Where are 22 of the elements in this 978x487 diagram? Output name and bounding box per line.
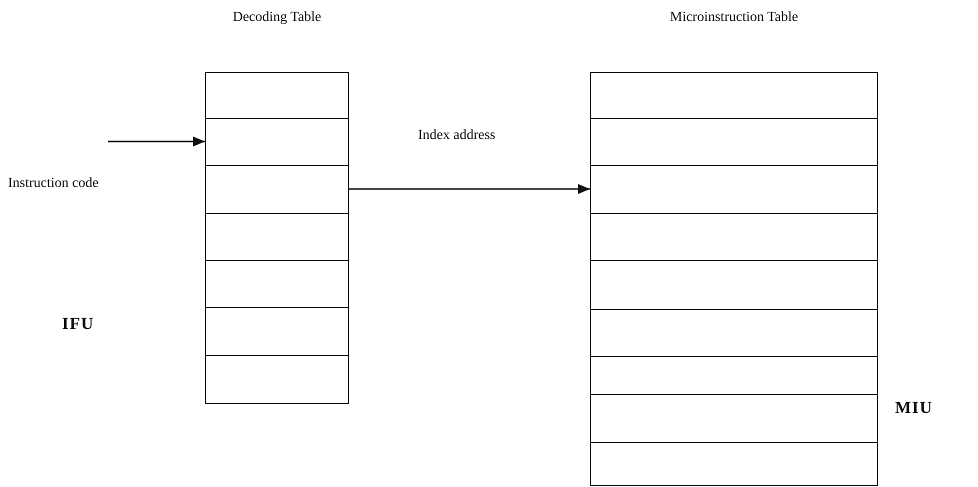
table-row: [590, 394, 878, 443]
table-row: [590, 356, 878, 395]
table-row: [205, 165, 349, 214]
table-row: [590, 165, 878, 214]
table-row: [590, 260, 878, 310]
table-row: [590, 309, 878, 357]
table-row: [205, 213, 349, 261]
table-row: [590, 213, 878, 261]
table-row: [205, 355, 349, 404]
arrow: [108, 136, 205, 146]
table-row: [205, 118, 349, 166]
table-row: [590, 442, 878, 486]
unit-label: IFU: [62, 314, 94, 334]
table-row: [205, 307, 349, 356]
arrow: [349, 184, 590, 194]
table-title: Decoding Table: [232, 10, 322, 26]
table-row: [205, 260, 349, 308]
table-title: Microinstruction Table: [668, 10, 800, 26]
table-row: [205, 72, 349, 119]
table-row: [590, 72, 878, 119]
table-row: [590, 118, 878, 166]
unit-label: MIU: [895, 398, 933, 418]
